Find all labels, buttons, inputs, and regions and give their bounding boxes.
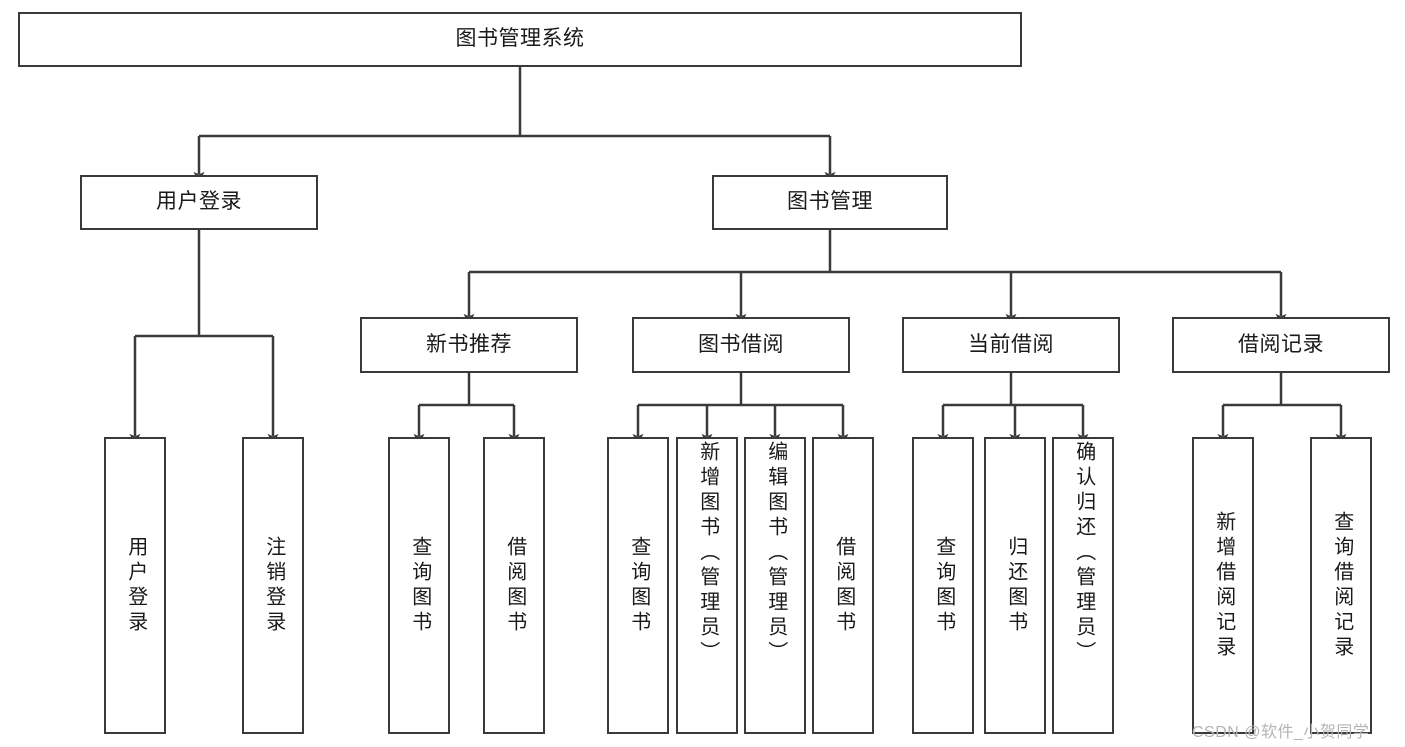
node-current-borrow[interactable]: 当前借阅	[902, 317, 1120, 373]
node-leaf-confirm-return[interactable]: 确认归还（管理员）	[1052, 437, 1114, 734]
node-leaf-add-record[interactable]: 新增借阅记录	[1192, 437, 1254, 734]
node-user-login[interactable]: 用户登录	[80, 175, 318, 230]
node-label-leaf-borrow-book-2: 借阅图书	[832, 535, 855, 636]
node-label-borrow-record: 借阅记录	[1238, 332, 1324, 356]
node-leaf-borrow-book-2[interactable]: 借阅图书	[812, 437, 874, 734]
node-leaf-borrow-book-1[interactable]: 借阅图书	[483, 437, 545, 734]
node-label-root: 图书管理系统	[455, 27, 585, 51]
node-new-book-recommend[interactable]: 新书推荐	[360, 317, 578, 373]
node-book-manage[interactable]: 图书管理	[712, 175, 948, 230]
node-book-borrow[interactable]: 图书借阅	[632, 317, 850, 373]
node-label-leaf-borrow-book-1: 借阅图书	[503, 535, 526, 636]
node-leaf-return-book[interactable]: 归还图书	[984, 437, 1046, 734]
node-leaf-query-record[interactable]: 查询借阅记录	[1310, 437, 1372, 734]
node-label-leaf-add-book: 新增图书（管理员）	[696, 441, 719, 666]
node-label-leaf-logout: 注销登录	[262, 535, 285, 636]
node-leaf-query-book-2[interactable]: 查询图书	[607, 437, 669, 734]
node-leaf-add-book[interactable]: 新增图书（管理员）	[676, 437, 738, 734]
node-label-leaf-query-record: 查询借阅记录	[1330, 510, 1353, 661]
node-label-leaf-return-book: 归还图书	[1004, 535, 1027, 636]
node-label-current-borrow: 当前借阅	[968, 332, 1054, 356]
node-label-leaf-user-login: 用户登录	[124, 535, 147, 636]
node-label-leaf-query-book-2: 查询图书	[627, 535, 650, 636]
node-label-leaf-confirm-return: 确认归还（管理员）	[1072, 441, 1095, 666]
node-label-leaf-query-book-3: 查询图书	[932, 535, 955, 636]
node-leaf-query-book-3[interactable]: 查询图书	[912, 437, 974, 734]
node-label-leaf-add-record: 新增借阅记录	[1212, 510, 1235, 661]
node-label-book-manage: 图书管理	[787, 190, 873, 214]
node-leaf-user-login[interactable]: 用户登录	[104, 437, 166, 734]
node-root[interactable]: 图书管理系统	[18, 12, 1022, 67]
node-label-user-login: 用户登录	[156, 190, 242, 214]
node-leaf-query-book-1[interactable]: 查询图书	[388, 437, 450, 734]
node-label-book-borrow: 图书借阅	[698, 332, 784, 356]
node-borrow-record[interactable]: 借阅记录	[1172, 317, 1390, 373]
node-label-leaf-edit-book: 编辑图书（管理员）	[764, 441, 787, 666]
node-leaf-edit-book[interactable]: 编辑图书（管理员）	[744, 437, 806, 734]
node-label-leaf-query-book-1: 查询图书	[408, 535, 431, 636]
node-leaf-logout[interactable]: 注销登录	[242, 437, 304, 734]
node-label-new-book-recommend: 新书推荐	[426, 332, 512, 356]
